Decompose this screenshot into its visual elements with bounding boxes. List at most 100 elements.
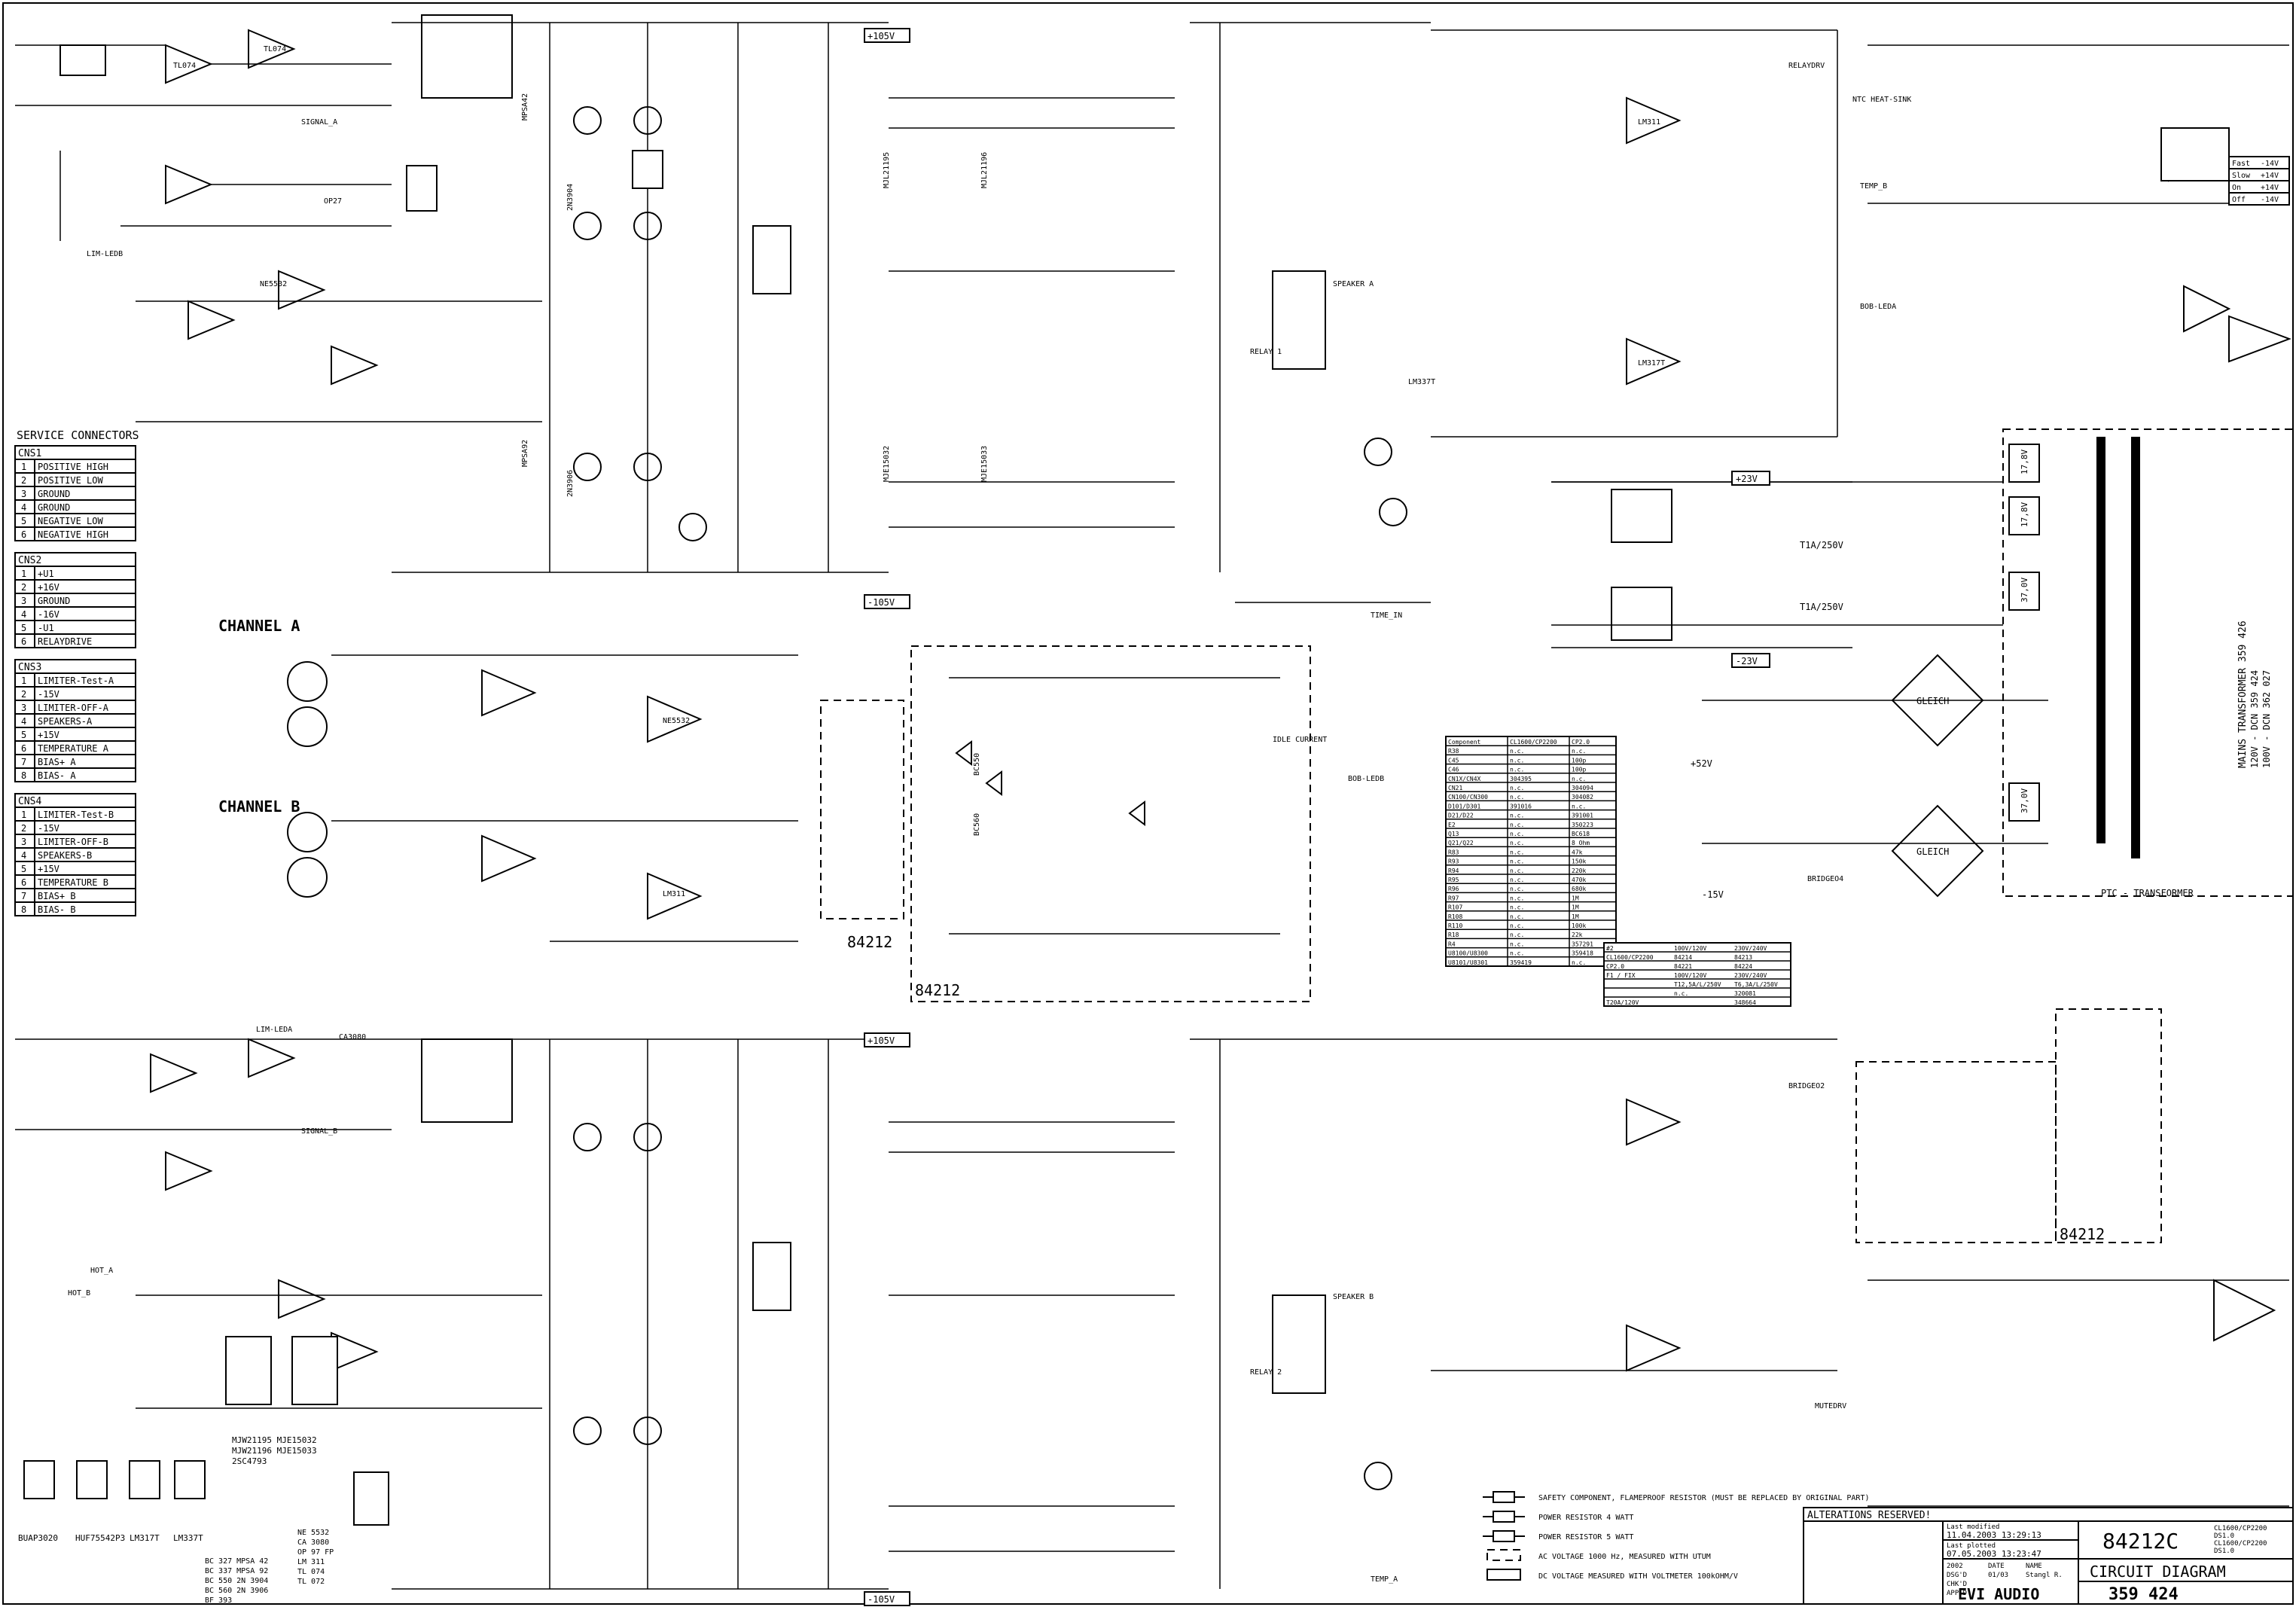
connector-group-name: CNS2	[18, 555, 41, 566]
component-table-cell: n.c.	[1510, 941, 1524, 947]
net-label: TEMP_A	[1371, 1575, 1398, 1584]
connector-pin-number: 1	[21, 675, 26, 686]
component-table-header: CP2.0	[1572, 739, 1590, 746]
connector-signal-name: +U1	[38, 569, 54, 579]
component-table-cell: n.c.	[1572, 776, 1586, 782]
connector-pin-number: 6	[21, 529, 26, 540]
net-label: NTC HEAT-SINK	[1852, 96, 1911, 104]
connector-signal-cell	[34, 526, 136, 541]
ic-label: CA3080	[339, 1033, 366, 1041]
channel-b-input-stage	[15, 1038, 542, 1409]
net-label: BOB-LEDA	[1860, 303, 1896, 311]
connector-signal-name: LIMITER-Test-B	[38, 810, 114, 820]
connector-signal-name: TEMPERATURE A	[38, 743, 109, 754]
revision-row-label: DSG'D	[1947, 1572, 1967, 1579]
revision-row-date: 01/03	[1988, 1572, 2008, 1579]
fuse-table-header: #2	[1606, 945, 1614, 952]
transistor-list-item: BF 393	[205, 1596, 232, 1605]
connector-group-name: CNS3	[18, 662, 41, 673]
net-label: HOT_B	[68, 1289, 90, 1297]
component-table-cell: n.c.	[1510, 877, 1524, 883]
net-label: SIGNAL_B	[301, 1127, 337, 1136]
mje-list-3: 2SC4793	[232, 1456, 267, 1466]
net-label: RELAYDRV	[1788, 62, 1825, 70]
channel-a-driver-stage	[392, 14, 889, 573]
component-table-cell: D21/D22	[1448, 813, 1474, 819]
mains-spec-2: 100V - DCN 362 027	[2261, 670, 2272, 768]
connector-signal-name: +15V	[38, 730, 59, 740]
mode-table-value: -14V	[2261, 196, 2279, 204]
power-supply-section	[1551, 428, 2294, 898]
mode-table-value: +14V	[2261, 184, 2279, 192]
rectifier-label-1: GLEICH	[1916, 696, 1949, 706]
alterations-note: ALTERATIONS RESERVED!	[1807, 1510, 1931, 1521]
winding-1: 17,8V	[2020, 450, 2029, 474]
component-table-cell: 470k	[1572, 877, 1586, 883]
ic-label: LM317T	[1638, 359, 1665, 367]
component-table-cell: n.c.	[1510, 913, 1524, 920]
revision-row-name: Stangl R.	[2026, 1572, 2063, 1579]
last-modified-value: 11.04.2003 13:29:13	[1947, 1530, 2041, 1540]
connector-pin-number: 1	[21, 810, 26, 820]
mode-table-value: -14V	[2261, 160, 2279, 168]
connector-pin-number: 2	[21, 689, 26, 700]
component-table-cell: n.c.	[1510, 840, 1524, 846]
component-table-cell: R95	[1448, 877, 1459, 883]
last-plotted-value: 07.05.2003 13:23:47	[1947, 1549, 2041, 1559]
signal-led-board	[910, 645, 1311, 1002]
component-table-cell: CN100/CN300	[1448, 794, 1488, 800]
last-plotted-label: Last plotted	[1947, 1542, 1996, 1550]
component-table-cell: 680k	[1572, 886, 1586, 892]
fuse-table-cell: 84221	[1674, 963, 1692, 970]
transistor-label: 2N3904	[566, 184, 575, 211]
rail-plus-23: +23V	[1736, 474, 1758, 484]
net-label: BRIDGEO4	[1807, 875, 1843, 883]
fuse-label-2: T1A/250V	[1800, 602, 1843, 612]
symbol-legend: SAFETY COMPONENT, FLAMEPROOF RESISTOR (M…	[1483, 1491, 1870, 1581]
ic-list-item: TL 074	[297, 1568, 325, 1576]
net-label: TIME_IN	[1371, 611, 1402, 620]
ic-list-item: CA 3080	[297, 1538, 329, 1547]
package-pinout-key: BUAP3020 HUF75542P3 LM317T LM337T MJW211…	[18, 1336, 389, 1605]
mode-table-row	[2228, 192, 2290, 206]
winding-2: 17,8V	[2020, 502, 2029, 527]
component-table-cell: R94	[1448, 868, 1459, 874]
diagram-title: CIRCUIT DIAGRAM	[2090, 1563, 2226, 1581]
revision-row-label: CHK'D	[1947, 1581, 1967, 1588]
connector-pin-number: 6	[21, 636, 26, 647]
channel-a-output-stage	[889, 97, 1175, 528]
component-table-cell: n.c.	[1572, 959, 1586, 966]
ic-list-item: LM 311	[297, 1558, 325, 1566]
transistor-label: MJL21195	[883, 152, 891, 188]
mains-spec-1: 120V - DCN 359 424	[2249, 670, 2260, 768]
connector-pin-number: 2	[21, 475, 26, 486]
transistor-label: MPSA42	[521, 93, 529, 120]
connector-pin-number: 5	[21, 730, 26, 740]
component-table-cell: n.c.	[1510, 886, 1524, 892]
connector-signal-name: GROUND	[38, 502, 70, 513]
component-table-cell: 350223	[1572, 822, 1593, 828]
component-table-cell: CN1X/CN4X	[1448, 776, 1481, 782]
ic-list-item: NE 5532	[297, 1529, 329, 1537]
component-table-cell: 304082	[1572, 794, 1593, 800]
connector-pin-number: 4	[21, 716, 26, 727]
component-table-cell: 359419	[1510, 959, 1532, 966]
fuse-table-cell: CL1600/CP2200	[1606, 954, 1654, 961]
connector-pin-number: 3	[21, 489, 26, 499]
component-table-cell: 391001	[1572, 813, 1593, 819]
connector-pin-number: 2	[21, 582, 26, 593]
transistor-list-item: BC 560 2N 3906	[205, 1587, 268, 1595]
connector-group-name: CNS1	[18, 448, 41, 459]
component-table-cell: 100p	[1572, 767, 1586, 773]
connector-signal-name: TEMPERATURE B	[38, 877, 108, 888]
mains-transformer-label: MAINS TRANSFORMER 359 426	[2237, 621, 2249, 768]
revision-row-label: 2002	[1947, 1563, 1963, 1570]
net-label: BRIDGEO2	[1788, 1082, 1825, 1090]
connector-signal-name: LIMITER-Test-A	[38, 675, 114, 686]
component-table-header: Component	[1448, 739, 1481, 746]
component-table-cell: 100k	[1572, 922, 1586, 929]
rail-plus-105-bottom: +105V	[867, 1035, 895, 1046]
fuse-table-cell: 84224	[1734, 963, 1752, 970]
